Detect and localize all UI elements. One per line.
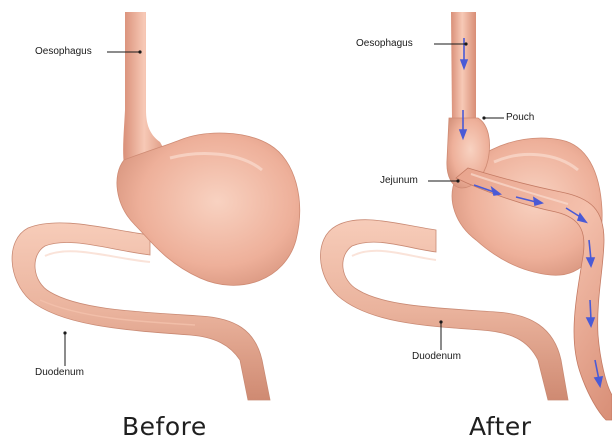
before-caption: Before (122, 412, 207, 441)
before-illustration (0, 0, 306, 448)
oesophagus-shape (123, 12, 170, 165)
after-panel: Oesophagus Pouch Jejunum Duodenum After (306, 0, 612, 448)
after-illustration (306, 0, 612, 448)
oesophagus-label: Oesophagus (35, 47, 92, 57)
duodenum-label: Duodenum (35, 368, 84, 378)
jejunum-label: Jejunum (380, 176, 418, 186)
pouch-label: Pouch (506, 113, 534, 123)
after-caption: After (469, 412, 532, 441)
oesophagus-label: Oesophagus (356, 39, 413, 49)
stomach-shape (117, 133, 300, 285)
before-panel: Oesophagus Duodenum Before (0, 0, 306, 448)
duodenum-label: Duodenum (412, 352, 461, 362)
